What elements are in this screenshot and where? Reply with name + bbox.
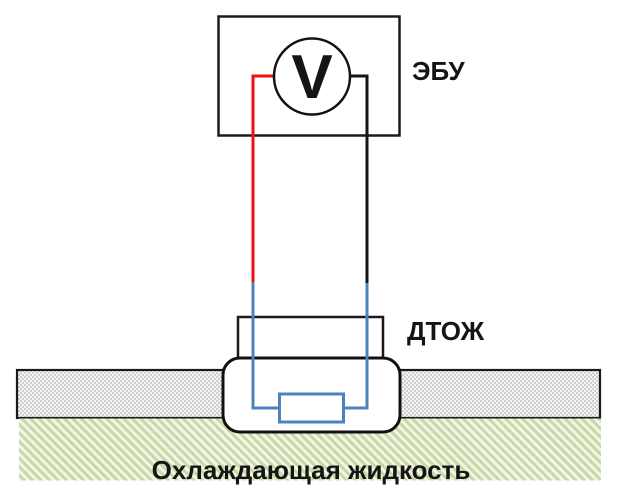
sensor-label: ДТОЖ: [407, 316, 485, 346]
thermistor: [278, 392, 345, 424]
sensor-connector: [236, 315, 385, 360]
voltmeter-circle: [272, 37, 352, 116]
black-wire: [350, 74, 369, 285]
blue-wire-right: [343, 283, 369, 410]
voltmeter-symbol: V: [291, 43, 332, 112]
coolant-label: Охлаждающая жидкость: [152, 455, 471, 485]
red-wire: [251, 74, 274, 284]
ecu-label: ЭБУ: [412, 56, 466, 86]
blue-wire-left: [251, 282, 280, 410]
